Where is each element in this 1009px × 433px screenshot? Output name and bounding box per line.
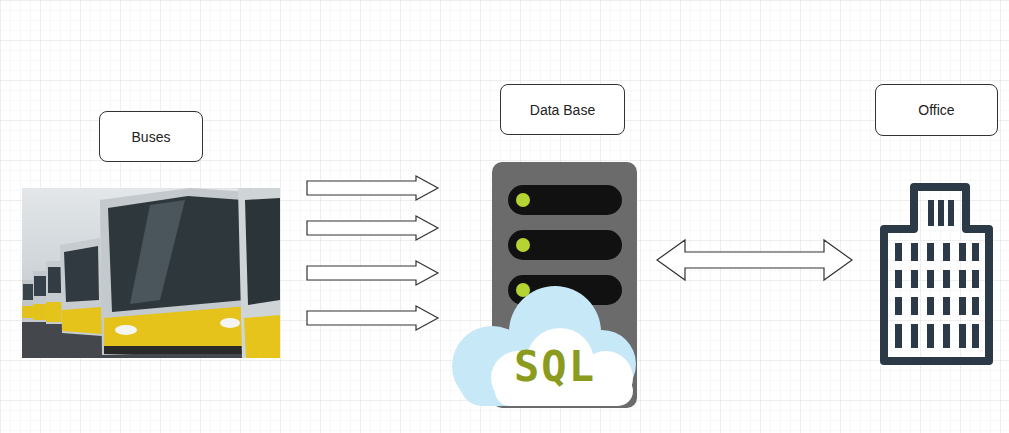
component-group: Buses bbox=[22, 111, 280, 358]
component-group: Office bbox=[875, 84, 998, 365]
bus-photo bbox=[22, 188, 280, 358]
office-building-icon bbox=[884, 187, 989, 361]
sql-cloud bbox=[452, 286, 636, 406]
block-arrow bbox=[307, 261, 438, 285]
label-box: Data Base bbox=[500, 84, 625, 135]
logo-text: SQL bbox=[500, 346, 610, 388]
block-arrow bbox=[657, 240, 852, 280]
label-box: Office bbox=[875, 84, 998, 136]
block-arrow bbox=[307, 306, 438, 330]
label-box: Buses bbox=[99, 111, 203, 162]
block-arrow bbox=[307, 216, 438, 240]
block-arrow bbox=[307, 176, 438, 200]
database-server-icon bbox=[492, 162, 637, 408]
